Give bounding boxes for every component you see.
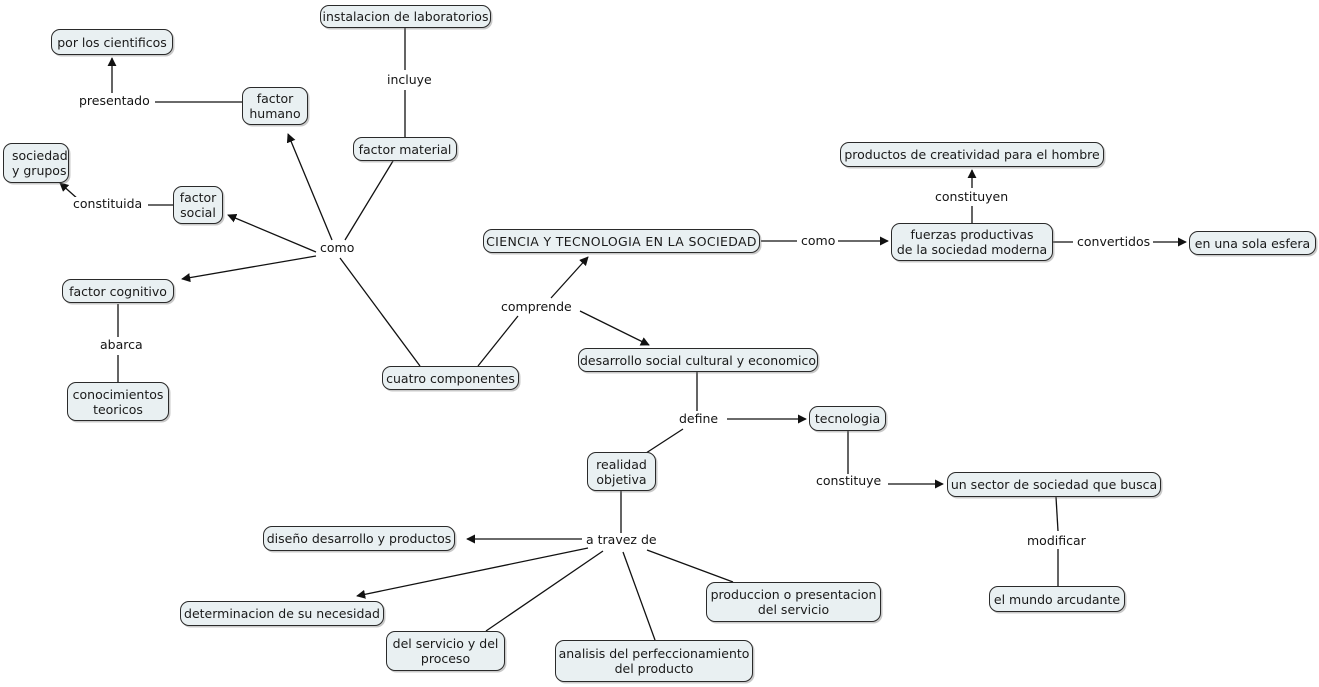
node-fuerzas-productivas[interactable]: fuerzas productivas de la sociedad moder… bbox=[891, 223, 1053, 261]
edge-atravezde-determinacion bbox=[356, 547, 589, 599]
link-label-incluye: incluye bbox=[384, 73, 435, 87]
link-label-constituida: constituida bbox=[70, 197, 146, 211]
edge-cuatro-comprende bbox=[477, 315, 519, 367]
edge-como-factorcognitivo bbox=[181, 255, 317, 283]
link-label-modificar: modificar bbox=[1024, 534, 1089, 548]
link-label-constituyen: constituyen bbox=[932, 190, 1012, 204]
node-factor-material[interactable]: factor material bbox=[353, 137, 457, 161]
link-label-como-right: como bbox=[798, 234, 839, 248]
link-label-a-travez-de: a travez de bbox=[583, 533, 660, 547]
node-en-una-sola-esfera[interactable]: en una sola esfera bbox=[1189, 231, 1316, 255]
edge-define-realidad bbox=[642, 428, 684, 456]
link-label-comprende: comprende bbox=[498, 300, 575, 314]
node-diseno-desarrollo-y-productos[interactable]: diseño desarrollo y productos bbox=[263, 526, 455, 551]
link-label-como-hub: como bbox=[317, 241, 358, 255]
node-factor-humano[interactable]: factor humano bbox=[242, 87, 308, 125]
edge-comprende-desarrollo bbox=[579, 310, 650, 346]
node-ciencia-y-tecnologia-en-la-sociedad[interactable]: CIENCIA Y TECNOLOGIA EN LA SOCIEDAD bbox=[483, 229, 760, 253]
edge-atravezde-delservicio bbox=[485, 550, 604, 632]
link-label-abarca: abarca bbox=[97, 338, 146, 352]
edge-como-factorhumano bbox=[286, 133, 333, 241]
link-label-presentado: presentado bbox=[76, 94, 153, 108]
node-desarrollo-social-cultural-y-economico[interactable]: desarrollo social cultural y economico bbox=[578, 348, 818, 372]
edge-atravezde-analisis bbox=[622, 551, 656, 641]
node-realidad-objetiva[interactable]: realidad objetiva bbox=[587, 452, 656, 491]
link-label-convertidos: convertidos bbox=[1074, 235, 1154, 249]
node-por-los-cientificos[interactable]: por los cientificos bbox=[51, 29, 173, 55]
node-un-sector-de-sociedad-que-busca[interactable]: un sector de sociedad que busca bbox=[947, 472, 1161, 497]
edge-cuatro-como bbox=[339, 257, 421, 367]
edge-comprende-ciencia bbox=[550, 256, 589, 299]
link-label-constituye: constituye bbox=[813, 474, 885, 488]
node-del-servicio-y-del-proceso[interactable]: del servicio y del proceso bbox=[386, 631, 505, 671]
node-cuatro-componentes[interactable]: cuatro componentes bbox=[382, 366, 519, 390]
node-sociedad-y-grupos[interactable]: sociedad y grupos bbox=[3, 143, 69, 183]
node-factor-social[interactable]: factor social bbox=[173, 186, 223, 224]
node-tecnologia[interactable]: tecnologia bbox=[809, 406, 886, 431]
edge-como-factorsocial bbox=[227, 213, 317, 253]
node-analisis-del-perfeccionamiento[interactable]: analisis del perfeccionamiento del produ… bbox=[555, 640, 753, 682]
node-conocimientos-teoricos[interactable]: conocimientos teoricos bbox=[67, 382, 169, 421]
edge-como-factormaterial bbox=[344, 160, 394, 241]
node-determinacion-de-su-necesidad[interactable]: determinacion de su necesidad bbox=[180, 601, 384, 626]
node-productos-de-creatividad[interactable]: productos de creatividad para el hombre bbox=[840, 142, 1104, 167]
node-produccion-o-presentacion[interactable]: produccion o presentacion del servicio bbox=[706, 582, 881, 622]
node-instalacion-de-laboratorios[interactable]: instalacion de laboratorios bbox=[320, 5, 491, 28]
node-el-mundo-arcudante[interactable]: el mundo arcudante bbox=[989, 586, 1125, 612]
edge-atravezde-produccion bbox=[646, 549, 734, 583]
edge-sector-modificar bbox=[1055, 496, 1059, 532]
node-factor-cognitivo[interactable]: factor cognitivo bbox=[62, 279, 174, 303]
link-label-define: define bbox=[676, 412, 722, 426]
